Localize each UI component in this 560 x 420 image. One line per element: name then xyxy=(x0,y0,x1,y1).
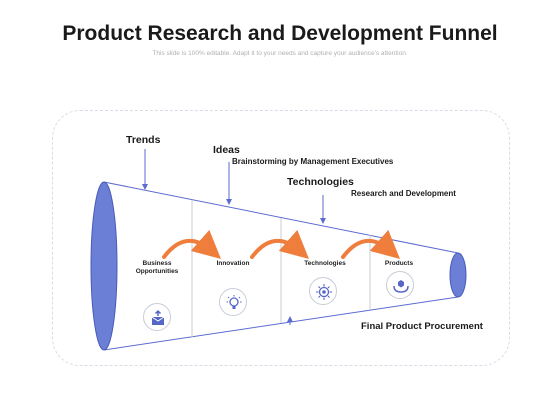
stage-label-business: Business Opportunities xyxy=(135,260,179,276)
lightbulb-icon xyxy=(219,288,247,316)
chip-icon xyxy=(309,277,337,305)
funnel-left-ellipse xyxy=(90,181,118,351)
technologies-label: Technologies xyxy=(287,176,354,188)
trends-label: Trends xyxy=(126,134,161,146)
funnel-right-ellipse xyxy=(449,252,467,298)
orange-arrow-1 xyxy=(162,229,221,259)
stage-label-innovation: Innovation xyxy=(216,260,250,267)
page-subtitle: This slide is 100% editable. Adapt it to… xyxy=(152,50,408,57)
email-box-icon xyxy=(143,303,171,331)
funnel-bottom-edge xyxy=(103,296,459,351)
diagram-panel xyxy=(52,110,510,366)
final-product-label: Final Product Procurement xyxy=(361,321,483,332)
ideas-sub-label: Brainstorming by Management Executives xyxy=(232,157,394,166)
orange-arrow-2 xyxy=(250,229,309,259)
page-title: Product Research and Development Funnel xyxy=(62,22,498,45)
technologies-sub-label: Research and Development xyxy=(351,189,456,198)
ideas-label: Ideas xyxy=(213,144,240,156)
orange-arrow-3 xyxy=(341,229,400,259)
stage-label-products: Products xyxy=(384,260,414,267)
hands-product-icon xyxy=(386,271,414,299)
stage-label-technologies: Technologies xyxy=(304,260,346,267)
